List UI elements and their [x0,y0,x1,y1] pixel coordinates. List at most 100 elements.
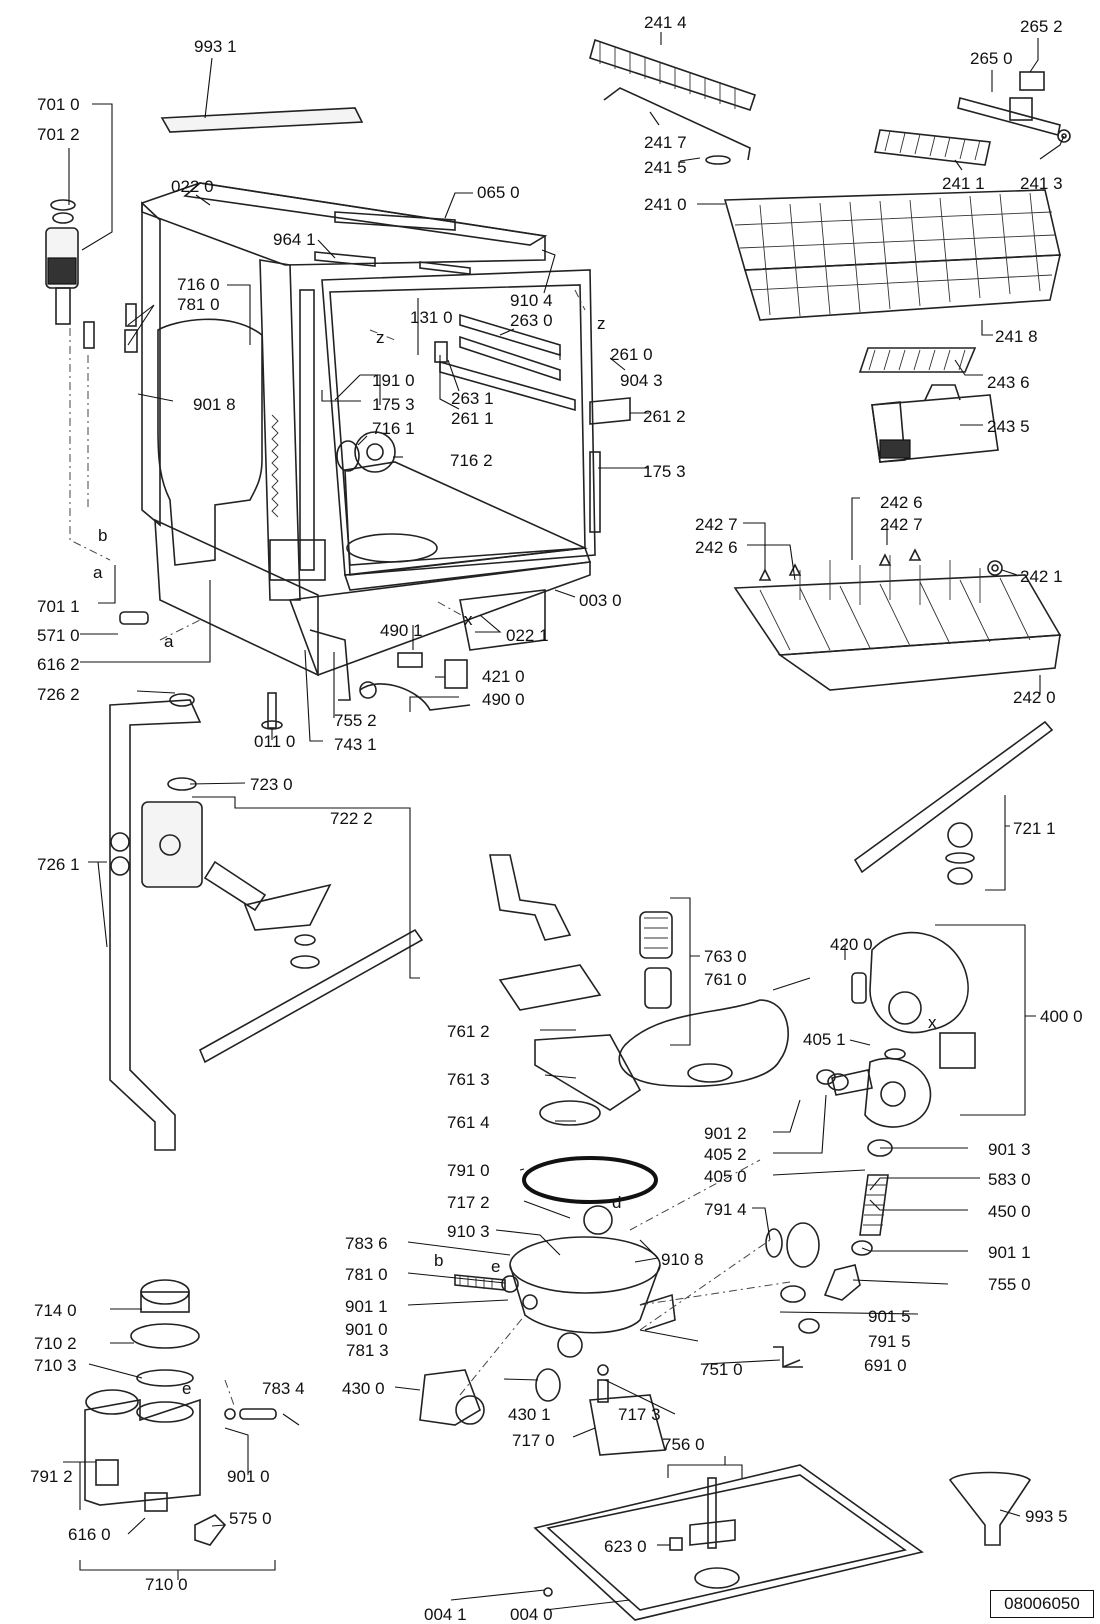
part-label: 263 1 [451,389,494,408]
part-label: 756 0 [662,1435,705,1454]
part-label: 450 0 [988,1202,1031,1221]
part-label: 242 6 [695,538,738,557]
part-label: 717 3 [618,1405,661,1424]
part-label: 261 2 [643,407,686,426]
part-label: 783 4 [262,1379,305,1398]
part-label: 791 5 [868,1332,911,1351]
part-label: 743 1 [334,735,377,754]
part-label: 191 0 [372,371,415,390]
part-label: 761 3 [447,1070,490,1089]
lower-basket-part [733,548,1062,691]
upper-basket-part [723,189,1062,321]
part-label: 430 0 [342,1379,385,1398]
part-label: 623 0 [604,1537,647,1556]
dispenser-part [419,1364,667,1456]
part-label: 781 0 [345,1265,388,1284]
marker-e: e [182,1379,191,1398]
part-label: 901 1 [345,1297,388,1316]
part-label: 011 0 [254,732,295,751]
part-label: 490 1 [380,621,423,640]
part-label: 131 0 [410,308,453,327]
part-label: 261 1 [451,409,494,428]
part-label: 241 8 [995,327,1038,346]
part-label: 420 0 [830,935,873,954]
part-label: 993 5 [1025,1507,1068,1526]
part-label: 763 0 [704,947,747,966]
part-label: 691 0 [864,1356,907,1375]
part-label: 791 0 [447,1161,490,1180]
part-label: 242 7 [695,515,738,534]
marker-d: d [612,1193,621,1212]
part-label: 616 0 [68,1525,111,1544]
part-label: 751 0 [700,1360,743,1379]
part-label: 243 6 [987,373,1030,392]
inlet-valve-part [45,199,138,353]
leader-lines [63,32,1065,1611]
marker-z: z [597,314,606,333]
marker-a: a [164,632,174,651]
part-label: 241 1 [942,174,985,193]
part-label: 761 2 [447,1022,490,1041]
marker-a: a [93,563,103,582]
part-label: 265 0 [970,49,1013,68]
part-label: 710 0 [145,1575,188,1594]
part-label: 901 3 [988,1140,1031,1159]
part-label: 791 4 [704,1200,747,1219]
part-label: 901 8 [193,395,236,414]
part-label: 901 2 [704,1124,747,1143]
part-label: 716 0 [177,275,220,294]
marker-e: e [491,1257,500,1276]
part-label: 175 3 [372,395,415,414]
part-label: 571 0 [37,626,80,645]
part-label: 065 0 [477,183,520,202]
marker-z: z [376,328,385,347]
part-label: 791 2 [30,1467,73,1486]
part-label: 003 0 [579,591,622,610]
part-label: 400 0 [1040,1007,1083,1026]
part-label: 901 5 [868,1307,911,1326]
marker-x: x [464,610,473,629]
heater-coil-part [271,414,279,518]
part-label: 701 0 [37,95,80,114]
part-label: 421 0 [482,667,525,686]
sump-part [454,1205,676,1402]
part-label: 405 2 [704,1145,747,1164]
insulation-strip-part [160,107,364,133]
part-label: 993 1 [194,37,237,56]
drawing-number: 08006050 [990,1590,1094,1618]
part-label: 583 0 [988,1170,1031,1189]
part-label: 022 0 [171,177,214,196]
part-label: 241 4 [644,13,687,32]
part-label: 022 1 [506,626,549,645]
part-label: 004 0 [510,1605,553,1624]
part-label: 755 0 [988,1275,1031,1294]
part-label: 241 3 [1020,174,1063,193]
part-label: 242 1 [1020,567,1063,586]
cabinet-tub-part [141,182,601,677]
part-label: 405 0 [704,1167,747,1186]
part-label: 726 1 [37,855,80,874]
part-label: 781 3 [346,1341,389,1360]
lower-spray-hub-part [141,777,332,969]
cutlery-basket-part [858,347,999,463]
part-label: 726 2 [37,685,80,704]
marker-b: b [434,1251,443,1270]
part-label: 405 1 [803,1030,846,1049]
lower-spray-arm-part [198,928,424,1064]
part-label: 490 0 [482,690,525,709]
circulation-pump-part [827,931,976,1128]
part-label: 575 0 [229,1509,272,1528]
part-label: 722 2 [330,809,373,828]
water-softener-part [84,1279,277,1546]
part-label: 910 4 [510,291,553,310]
part-label: 721 1 [1013,819,1056,838]
part-label: 616 2 [37,655,80,674]
drawing-artwork [45,32,1071,1621]
supply-pipe-part [109,693,202,1151]
part-label: 241 5 [644,158,687,177]
marker-b: b [98,526,107,545]
part-label: 004 1 [424,1605,467,1624]
part-label: 710 3 [34,1356,77,1375]
part-label: 710 2 [34,1334,77,1353]
upper-spray-arm-part [853,720,1054,885]
